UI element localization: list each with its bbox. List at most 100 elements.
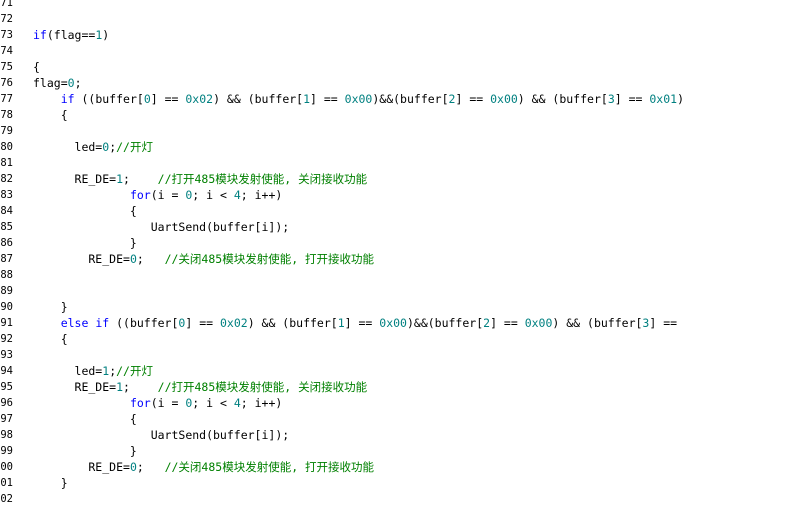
line-number: 87 (0, 253, 13, 265)
code-text: flag=0; (33, 75, 82, 91)
code-number: 0 (185, 188, 193, 202)
code-line[interactable]: 87 RE_DE=0; //关闭485模块发射使能, 打开接收功能 (0, 251, 786, 267)
line-number: 91 (0, 317, 13, 329)
code-text: { (33, 331, 68, 347)
code-line[interactable]: 78 { (0, 107, 786, 123)
code-text: { (33, 59, 40, 75)
code-number: 0 (178, 316, 186, 330)
line-number: 81 (0, 157, 13, 169)
code-number: 1 (116, 172, 124, 186)
code-number: 1 (102, 364, 110, 378)
code-token: } (33, 444, 137, 458)
code-token: led= (33, 364, 103, 378)
code-line[interactable]: 02 (0, 491, 786, 507)
code-number: 0 (102, 140, 110, 154)
code-number: 0x00 (344, 92, 373, 106)
code-token: ) && (buffer[ (247, 316, 338, 330)
code-number: 2 (448, 92, 456, 106)
code-line[interactable]: 01 } (0, 475, 786, 491)
code-token: ((buffer[ (74, 92, 144, 106)
code-line[interactable]: 81 (0, 155, 786, 171)
line-number: 72 (0, 13, 13, 25)
line-number: 93 (0, 349, 13, 361)
code-number: 1 (337, 316, 345, 330)
code-number: 0 (67, 76, 75, 90)
code-text: } (33, 443, 137, 459)
code-line[interactable]: 91 else if ((buffer[0] == 0x02) && (buff… (0, 315, 786, 331)
code-line[interactable]: 84 { (0, 203, 786, 219)
code-token: { (33, 204, 137, 218)
code-text: led=0;//开灯 (33, 139, 153, 155)
code-line[interactable]: 93 (0, 347, 786, 363)
code-token: ; (74, 76, 82, 90)
code-line[interactable]: 82 RE_DE=1; //打开485模块发射使能, 关闭接收功能 (0, 171, 786, 187)
code-text: for(i = 0; i < 4; i++) (33, 187, 282, 203)
code-line[interactable]: 77 if ((buffer[0] == 0x02) && (buffer[1]… (0, 91, 786, 107)
code-line[interactable]: 96 for(i = 0; i < 4; i++) (0, 395, 786, 411)
line-number-gutter (0, 0, 20, 515)
code-line[interactable]: 95 RE_DE=1; //打开485模块发射使能, 关闭接收功能 (0, 379, 786, 395)
line-number: 99 (0, 445, 13, 457)
code-keyword: else if (60, 316, 110, 330)
code-keyword: if (60, 92, 75, 106)
code-token: ] == (310, 92, 345, 106)
line-number: 95 (0, 381, 13, 393)
line-number: 73 (0, 29, 13, 41)
code-text: } (33, 235, 137, 251)
line-number: 96 (0, 397, 13, 409)
code-line[interactable]: 72 (0, 11, 786, 27)
line-number: 76 (0, 77, 13, 89)
code-token (33, 396, 130, 410)
code-line[interactable]: 83 for(i = 0; i < 4; i++) (0, 187, 786, 203)
code-number: 4 (233, 396, 241, 410)
code-number: 3 (607, 92, 615, 106)
code-token: ; (136, 252, 165, 266)
code-token: ] == (344, 316, 380, 330)
code-line[interactable]: 99 } (0, 443, 786, 459)
code-token: ((buffer[ (109, 316, 179, 330)
code-text: { (33, 203, 137, 219)
code-line[interactable]: 89 (0, 283, 786, 299)
code-text: } (33, 475, 68, 491)
code-token: ] == (185, 316, 220, 330)
code-number: 0 (129, 252, 137, 266)
code-line[interactable]: 90 } (0, 299, 786, 315)
code-line[interactable]: 85 UartSend(buffer[i]); (0, 219, 786, 235)
code-line[interactable]: 74 (0, 43, 786, 59)
code-line[interactable]: 76 flag=0; (0, 75, 786, 91)
code-line[interactable]: 88 (0, 267, 786, 283)
code-token: ) && (buffer[ (517, 92, 608, 106)
code-line[interactable]: 79 (0, 123, 786, 139)
code-line[interactable]: 00 RE_DE=0; //关闭485模块发射使能, 打开接收功能 (0, 459, 786, 475)
code-line[interactable]: 80 led=0;//开灯 (0, 139, 786, 155)
code-line[interactable]: 92 { (0, 331, 786, 347)
code-token (33, 316, 61, 330)
code-number: 0 (143, 92, 151, 106)
code-token: flag= (33, 76, 68, 90)
code-line[interactable]: 75{ (0, 59, 786, 75)
code-token: } (33, 476, 68, 490)
code-line[interactable]: 98 UartSend(buffer[i]); (0, 427, 786, 443)
code-number: 2 (483, 316, 491, 330)
code-line[interactable]: 86 } (0, 235, 786, 251)
code-keyword: if (33, 28, 47, 42)
code-number: 0x01 (649, 92, 678, 106)
code-number: 1 (116, 380, 124, 394)
code-token: RE_DE= (33, 252, 130, 266)
code-line[interactable]: 97 { (0, 411, 786, 427)
code-number: 3 (642, 316, 650, 330)
code-token: UartSend(buffer[i]); (33, 428, 290, 442)
code-token: { (33, 412, 137, 426)
line-number: 79 (0, 125, 13, 137)
code-text: if ((buffer[0] == 0x02) && (buffer[1] ==… (33, 91, 684, 107)
code-number: 1 (303, 92, 311, 106)
code-token: ] == (649, 316, 678, 330)
code-token: ) (677, 92, 685, 106)
line-number: 89 (0, 285, 13, 297)
code-keyword: for (129, 396, 151, 410)
code-line[interactable]: 71 (0, 0, 786, 11)
code-line[interactable]: 94 led=1;//开灯 (0, 363, 786, 379)
code-number: 0x00 (524, 316, 553, 330)
